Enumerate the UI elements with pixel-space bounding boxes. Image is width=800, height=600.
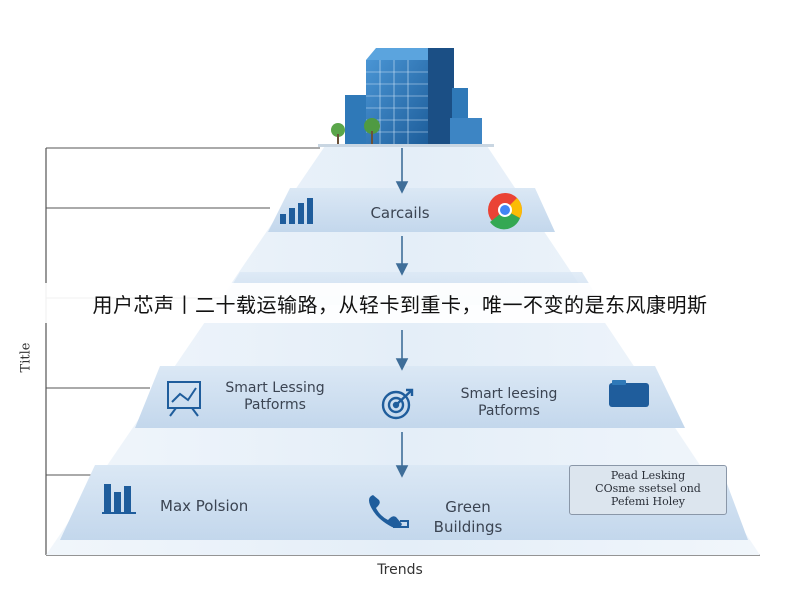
presentation-chart-icon <box>167 381 201 417</box>
band-tier-3 <box>135 366 685 428</box>
flow-arrows <box>395 148 409 478</box>
tier-3-right-label: Smart leesing Patforms <box>460 386 558 419</box>
band-tier-1 <box>268 188 555 232</box>
legend-line: Pefemi Holey <box>611 495 685 508</box>
bar-chart-icon <box>102 484 136 514</box>
tier-4-center-label: Green Buildings <box>433 498 503 536</box>
target-icon <box>381 388 414 420</box>
pyramid-body <box>46 146 760 555</box>
folder-icon <box>609 380 649 407</box>
tier-4-left-label: Max Polsion <box>160 497 249 515</box>
tier-1-label: Carcails <box>370 204 430 222</box>
office-building-illustration <box>318 48 494 147</box>
bar-chart-icon <box>280 198 313 224</box>
caption-banner: 用户芯声丨二十载运输路，从轻卡到重卡，唯一不变的是东风康明斯 <box>0 283 800 323</box>
legend-box: Pead Lesking COsme ssetsel ond Pefemi Ho… <box>569 465 727 515</box>
y-axis-label: Title <box>18 342 34 373</box>
tier-3-left-label: Smart Lessing Patforms <box>225 380 325 413</box>
caption-text: 用户芯声丨二十载运输路，从轻卡到重卡，唯一不变的是东风康明斯 <box>92 292 708 317</box>
phone-icon <box>369 495 409 528</box>
legend-line: Pead Lesking <box>610 469 686 482</box>
chrome-browser-icon <box>488 193 522 230</box>
x-axis-label: Trends <box>377 562 423 578</box>
legend-line: COsme ssetsel ond <box>595 482 701 495</box>
